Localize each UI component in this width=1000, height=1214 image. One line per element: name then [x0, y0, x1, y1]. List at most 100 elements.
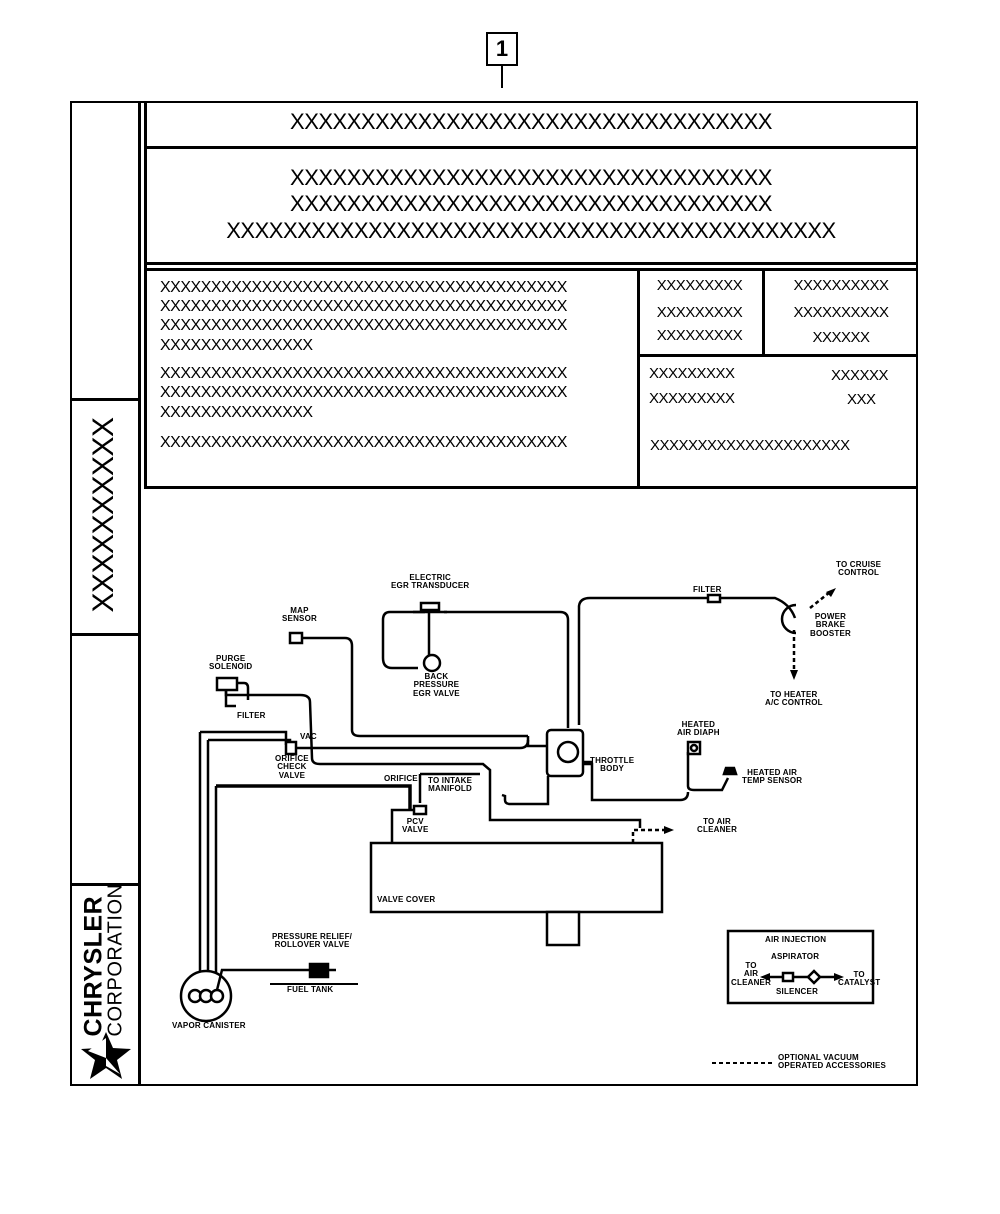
label-pcv-valve: PCV VALVE [402, 817, 429, 835]
valve-cover-base [545, 910, 581, 947]
label-fuel-tank: FUEL TANK [287, 985, 334, 994]
map-sensor-icon [288, 631, 304, 645]
label-orifice-check: ORIFICE CHECK VALVE [275, 754, 309, 780]
label-back-pressure: BACK PRESSURE EGR VALVE [413, 672, 460, 698]
label-vac: VAC [300, 732, 317, 741]
air-injection-to-air-cleaner: TO AIR CLEANER [731, 961, 772, 987]
spec-row-divider [637, 354, 918, 357]
heated-air-hose [686, 752, 730, 792]
temp-sensor-icon [722, 766, 738, 776]
pcv-valve-icon [412, 804, 428, 816]
vac-hose [208, 738, 530, 750]
spec-row2-left1: XXXXXXXXX [649, 365, 735, 382]
left-column-divider [138, 101, 141, 1086]
air-injection-aspirator: ASPIRATOR [771, 952, 820, 961]
arrow-to-catalyst-icon [834, 973, 844, 981]
info-para2-line1: XXXXXXXXXXXXXXXXXXXXXXXXXXXXXXXXXXXXXXXX [160, 365, 567, 382]
info-para1-line3: XXXXXXXXXXXXXXXXXXXXXXXXXXXXXXXXXXXXXXXX [160, 317, 567, 334]
valve-cover-icon [369, 841, 664, 914]
callout-leader [501, 66, 503, 88]
spec-row2-bottom: XXXXXXXXXXXXXXXXXXXXX [650, 437, 850, 454]
arrow-air-cleaner-icon [664, 826, 674, 834]
canister-top-hose [200, 730, 288, 745]
side-divider-2 [70, 633, 140, 636]
label-throttle-body: THROTTLE BODY [590, 756, 635, 774]
sub-header-divider [144, 262, 918, 265]
pentastar-logo-icon [81, 1032, 131, 1079]
silencer-icon [781, 971, 795, 983]
spec-row2-right1: XXXXXX [831, 367, 889, 384]
label-heated-air-diaph: HEATED AIR DIAPH [677, 720, 720, 738]
info-top-border [144, 268, 918, 271]
air-injection-box [726, 929, 875, 1005]
egr-to-throttle [444, 610, 570, 728]
label-filter-top: FILTER [693, 585, 722, 594]
spec-col2-row2: XXXXXXXXXX [793, 304, 889, 321]
spec-col1-row2: XXXXXXXXX [656, 304, 743, 321]
callout-number: 1 [486, 32, 518, 66]
hose-filter-line [577, 596, 708, 725]
orifice-check-valve-icon [284, 740, 298, 756]
air-injection-title: AIR INJECTION [765, 935, 827, 944]
info-para2-line3: XXXXXXXXXXXXXXX [160, 404, 313, 421]
spec-col-divider [762, 268, 765, 356]
side-divider-1 [70, 398, 140, 401]
spec-col2-row3: XXXXXX [812, 329, 870, 346]
egr-loop-hose [381, 610, 425, 670]
label-to-cruise: TO CRUISE CONTROL [836, 560, 882, 578]
cruise-dash [809, 591, 831, 609]
info-para1-line4: XXXXXXXXXXXXXXX [160, 337, 313, 354]
inner-left-border [144, 101, 147, 486]
info-para1-line2: XXXXXXXXXXXXXXXXXXXXXXXXXXXXXXXXXXXXXXXX [160, 298, 567, 315]
label-to-heater: TO HEATER A/C CONTROL [765, 690, 823, 708]
spec-col2-row1: XXXXXXXXXX [793, 277, 889, 294]
air-injection-silencer: SILENCER [776, 987, 819, 996]
header-divider [144, 146, 918, 149]
air-cleaner-dash [631, 828, 666, 843]
back-pressure-valve-icon [422, 653, 442, 673]
orifice-hose [216, 784, 412, 810]
label-pressure-relief: PRESSURE RELIEF/ ROLLOVER VALVE [272, 932, 353, 950]
air-injection-to-catalyst: TO CATALYST [838, 970, 881, 988]
arrow-cruise-icon [826, 588, 836, 597]
fuel-vapor-hose [215, 968, 310, 991]
info-table-divider [637, 268, 640, 488]
label-legend-note: OPTIONAL VACUUM OPERATED ACCESSORIES [778, 1053, 887, 1071]
spec-row2-left2: XXXXXXXXX [649, 390, 735, 407]
label-frame [70, 101, 918, 1086]
label-to-intake: TO INTAKE MANIFOLD [428, 776, 473, 794]
label-power-brake: POWER BRAKE BOOSTER [810, 612, 851, 638]
spec-col1-row3: XXXXXXXXX [656, 327, 743, 344]
label-map-sensor: MAP SENSOR [282, 606, 317, 624]
label-to-air-cleaner: TO AIR CLEANER [697, 817, 738, 835]
info-para2-line2: XXXXXXXXXXXXXXXXXXXXXXXXXXXXXXXXXXXXXXXX [160, 384, 567, 401]
header-line-3: XXXXXXXXXXXXXXXXXXXXXXXXXXXXXXXXXXXXXXXX… [226, 218, 836, 243]
rollover-valve-icon [308, 962, 330, 979]
label-orifice: ORIFICE [384, 774, 418, 783]
egr-transducer-icon [419, 601, 441, 612]
side-divider-3 [70, 883, 140, 886]
arrow-heater-icon [790, 670, 798, 680]
arrow-to-air-cleaner-icon [760, 973, 770, 981]
label-vapor-canister: VAPOR CANISTER [172, 1021, 246, 1030]
info-bottom-border [144, 486, 918, 489]
header-line-2: XXXXXXXXXXXXXXXXXXXXXXXXXXXXXXXXXX [290, 191, 772, 216]
header-line-1: XXXXXXXXXXXXXXXXXXXXXXXXXXXXXXXXXX [290, 165, 772, 190]
hose-to-booster [720, 596, 797, 619]
info-para1-line1: XXXXXXXXXXXXXXXXXXXXXXXXXXXXXXXXXXXXXXXX [160, 279, 567, 296]
map-hose [302, 636, 528, 738]
info-para3: XXXXXXXXXXXXXXXXXXXXXXXXXXXXXXXXXXXXXXXX [160, 434, 567, 451]
label-filter-left: FILTER [237, 711, 266, 720]
booster-outline [780, 603, 797, 635]
spec-col1-row1: XXXXXXXXX [656, 277, 743, 294]
purge-solenoid-icon [215, 676, 239, 692]
label-purge-solenoid: PURGE SOLENOID [209, 654, 253, 672]
header-title: XXXXXXXXXXXXXXXXXXXXXXXXXXXXXXXXXX [290, 109, 772, 134]
label-electric-egr: ELECTRIC EGR TRANSDUCER [391, 573, 470, 591]
label-valve-cover: VALVE COVER [377, 895, 436, 904]
callout-text: 1 [495, 36, 509, 61]
filter-top-icon [706, 593, 722, 604]
spec-row2-right2: XXX [847, 391, 876, 408]
label-heated-air-temp: HEATED AIR TEMP SENSOR [742, 768, 803, 786]
